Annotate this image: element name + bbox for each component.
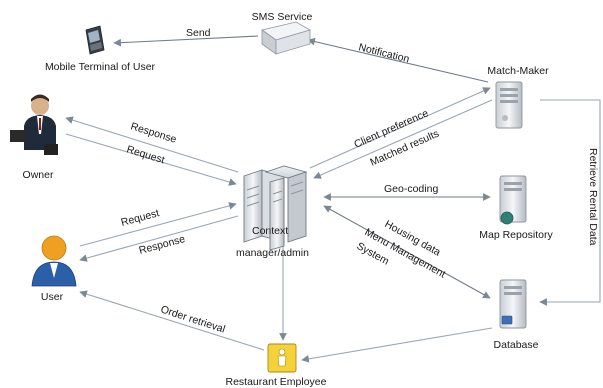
node-owner: Owner — [10, 94, 58, 181]
edge-retrieve-rental-data — [539, 99, 601, 306]
server-globe-icon — [499, 175, 527, 225]
edge-matched-results — [313, 99, 493, 179]
edge-user-response — [79, 215, 239, 262]
node-user: User — [31, 235, 77, 303]
label-geo-coding: Geo-coding — [384, 183, 438, 195]
user-label: User — [41, 291, 64, 303]
node-mobile-terminal: Mobile Terminal of User — [45, 25, 156, 73]
node-context-manager: Context manager/admin — [236, 165, 309, 259]
server-tower-icon — [495, 81, 523, 129]
map-repository-label: Map Repository — [479, 229, 553, 241]
server-database-icon — [499, 279, 527, 329]
database-label: Database — [494, 339, 539, 351]
edge-client-preference — [309, 87, 491, 169]
edges — [65, 35, 601, 363]
context-manager-label-line1: Context — [252, 225, 288, 237]
restaurant-employee-label: Restaurant Employee — [226, 376, 327, 388]
owner-label: Owner — [23, 169, 54, 181]
edge-owner-request — [65, 133, 237, 186]
match-maker-label: Match-Maker — [487, 65, 549, 77]
edge-user-request — [79, 202, 237, 247]
edge-owner-response — [65, 116, 239, 173]
sms-service-label: SMS Service — [252, 11, 313, 23]
node-database: Database — [494, 279, 539, 351]
label-order-retrieval: Order retrieval — [159, 303, 227, 335]
mobile-terminal-label: Mobile Terminal of User — [45, 61, 156, 73]
printer-device-icon — [261, 21, 312, 55]
mobile-phone-icon — [85, 25, 105, 55]
label-send: Send — [186, 27, 211, 39]
label-notification: Notification — [357, 41, 410, 65]
edge-order-retrieval — [79, 290, 265, 351]
label-retrieve-rental-data: Retrieve Rental Data — [587, 148, 599, 246]
employee-badge-icon — [267, 343, 297, 373]
edge-database-restaurant — [301, 327, 493, 363]
user-person-icon — [31, 235, 77, 287]
node-sms-service: SMS Service — [252, 11, 313, 55]
edge-housing-data — [323, 205, 491, 299]
server-cluster-icon — [243, 165, 308, 251]
label-owner-request: Request — [125, 143, 166, 166]
context-manager-label-line2: manager/admin — [236, 247, 309, 259]
businessman-icon — [10, 94, 58, 155]
edge-notification — [307, 37, 489, 83]
edge-send — [113, 35, 259, 47]
node-restaurant-employee: Restaurant Employee — [226, 343, 327, 388]
node-map-repository: Map Repository — [479, 175, 554, 241]
label-owner-response: Response — [129, 120, 178, 145]
node-match-maker: Match-Maker — [487, 65, 549, 129]
